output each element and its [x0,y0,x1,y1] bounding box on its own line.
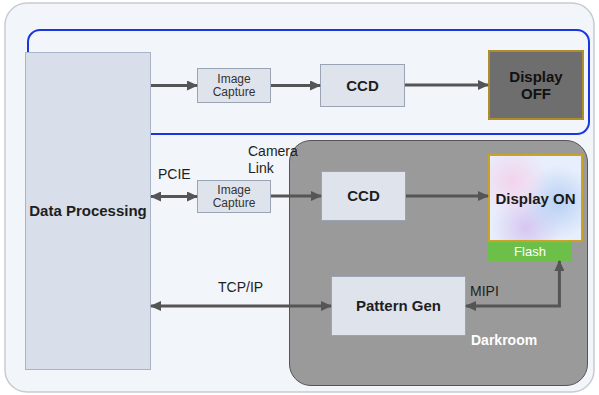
display-box: Display ON [488,154,583,242]
node-label: Image Capture [198,73,270,99]
connector-arrow [405,84,488,87]
node-label: CCD [344,187,383,205]
process-box: Data Processing [25,52,151,370]
label-holder: MIPI [470,283,510,300]
connector-arrow [406,195,488,198]
connector-arrow [271,84,320,87]
connector-arrow [151,305,331,308]
connector-arrow [466,261,559,306]
edge-label: TCP/IP [218,279,278,296]
camera-box: CCD [320,64,405,107]
node-label: CCD [343,77,382,95]
edge-label: Camera Link [248,143,312,177]
label-holder: TCP/IP [218,279,278,296]
node-label: Display OFF [490,68,582,102]
edge-label: PCIE [158,166,198,183]
node-label: Pattern Gen [353,297,444,315]
node-label: Flash [511,244,549,259]
display-box: Display OFF [488,50,584,120]
connector-arrow [151,84,197,87]
capture-box: Image Capture [197,68,271,103]
label-holder: Camera Link [248,143,312,177]
darkroom-region: Darkroom CCD Display ON FlashPattern Gen [289,140,588,386]
region-label: Darkroom [471,331,537,349]
connector-arrow [271,195,321,198]
camera-box: CCD [321,171,406,221]
connector-arrow [151,195,197,198]
edge-label: MIPI [470,283,510,300]
outer-panel [5,3,594,392]
label-holder: PCIE [158,166,198,183]
capture-box: Image Capture [197,180,271,213]
node-label: Display ON [492,190,578,207]
node-label: Image Capture [198,184,270,210]
process-box: Pattern Gen [331,276,466,336]
flash-bar: Flash [488,242,572,261]
node-label: Data Processing [26,202,150,220]
